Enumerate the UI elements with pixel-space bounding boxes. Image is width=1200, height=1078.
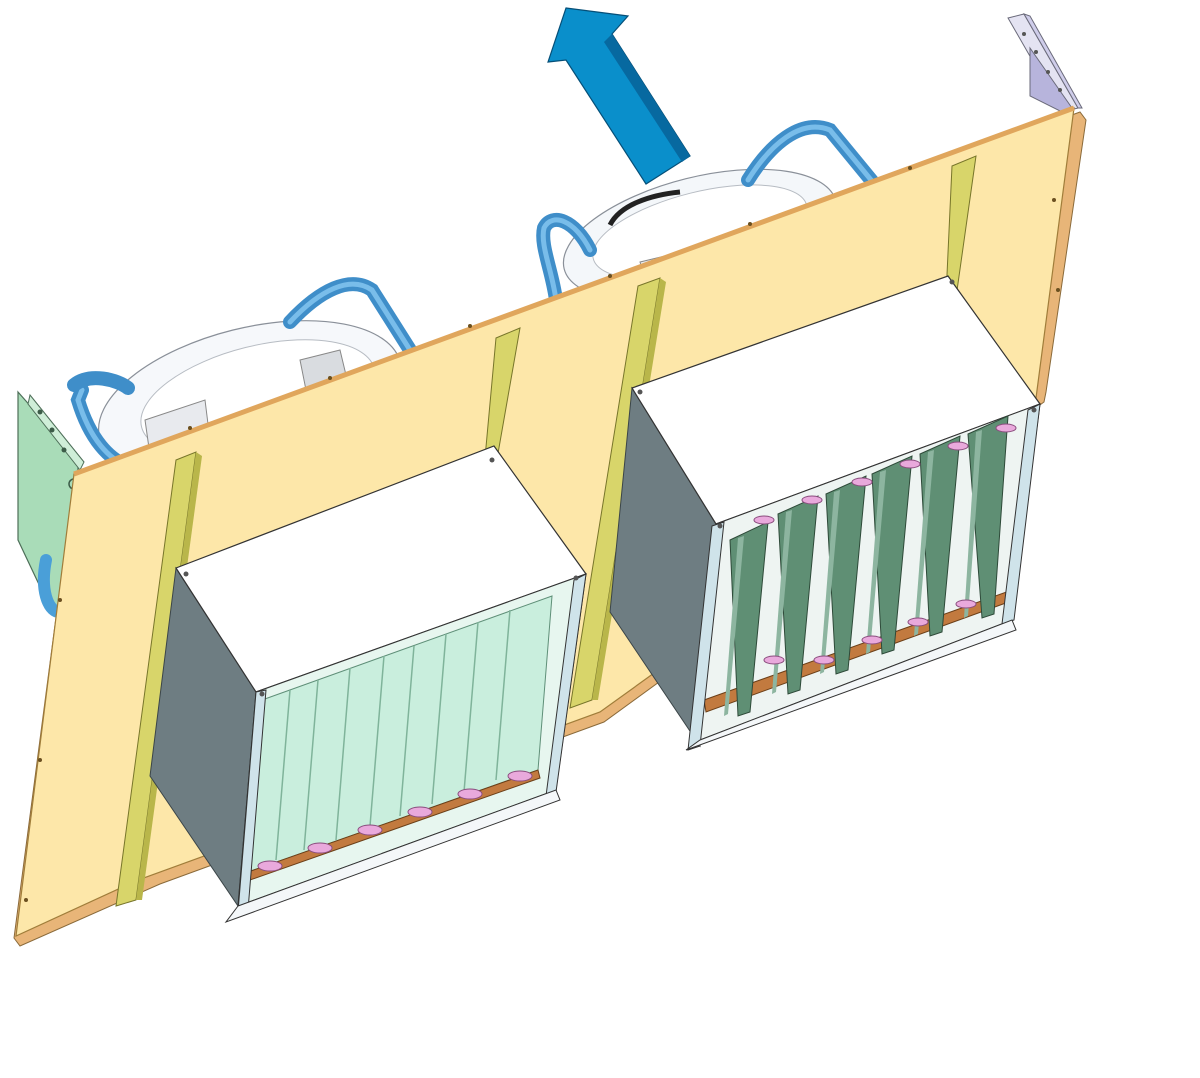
blower-right-handle (536, 120, 883, 307)
card-cage-right (609, 275, 1041, 751)
right-mount-bracket (1007, 13, 1083, 113)
airflow-arrow-icon (547, 7, 691, 185)
card-cage-left (149, 445, 587, 924)
card-clip-row (753, 423, 1017, 665)
card-clip-row (257, 770, 533, 872)
